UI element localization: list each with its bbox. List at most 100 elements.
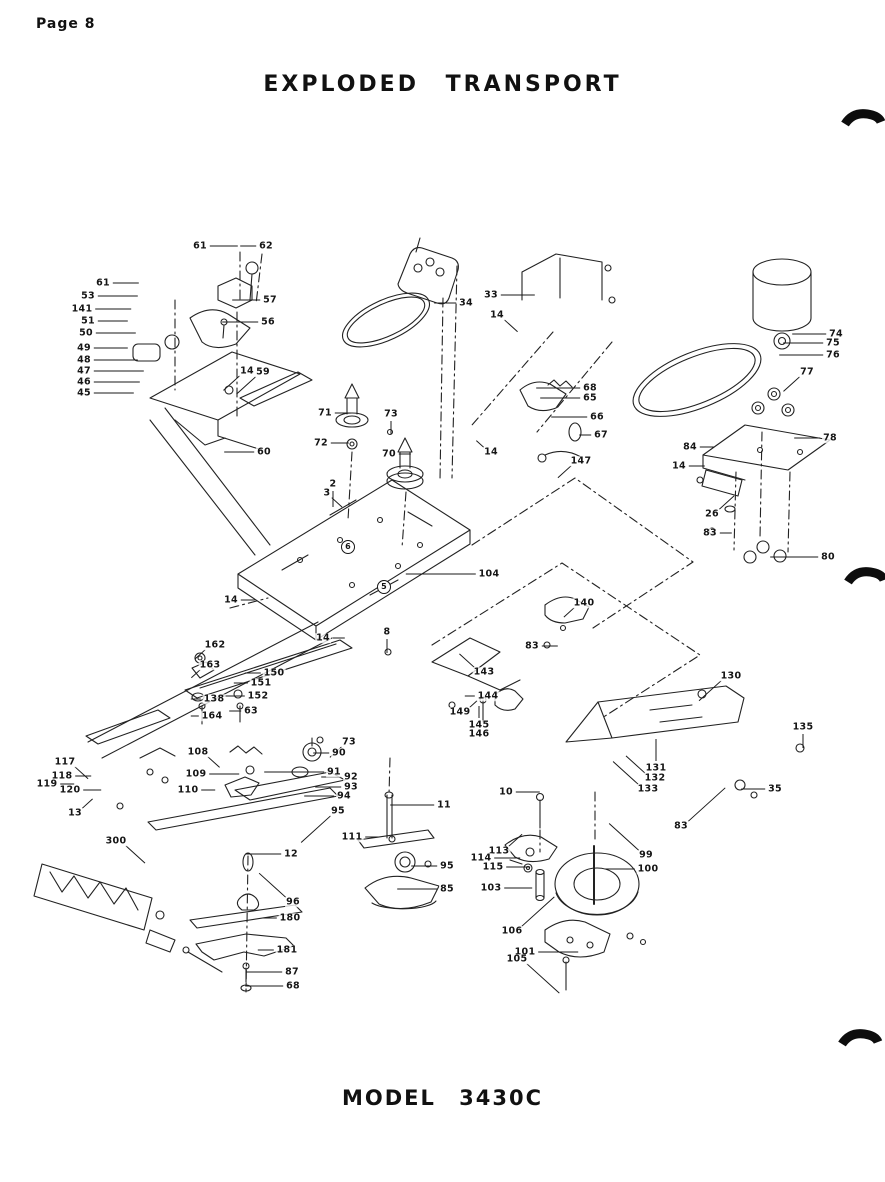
part-callout: 50 [78,327,94,339]
part-callout: 45 [76,387,92,399]
binding-mark [838,109,885,1047]
part-callout: 74 [828,328,844,340]
part-callout: 11 [436,799,452,811]
part-callout: 14 [223,594,239,606]
part-callout: 53 [80,290,96,302]
part-callout: 47 [76,365,92,377]
part-callout: 92 [343,771,359,783]
part-callout: 80 [820,551,836,563]
page-title: EXPLODED TRANSPORT [263,72,622,97]
circled-index: 6 [341,540,355,554]
part-callout: 118 [50,770,74,782]
part-callout: 67 [593,429,609,441]
part-callout: 87 [284,966,300,978]
part-callout: 26 [704,508,720,520]
part-callout: 49 [76,342,92,354]
part-callout: 61 [95,277,111,289]
part-callout: 109 [184,768,208,780]
part-callout: 138 [202,693,226,705]
part-callout: 99 [638,849,654,861]
part-callout: 48 [76,354,92,366]
part-callout: 83 [673,820,689,832]
part-callout: 111 [340,831,364,843]
part-callout: 73 [383,408,399,420]
part-callout: 13 [67,807,83,819]
part-callout: 2 [328,478,338,490]
part-callout: 14 [483,446,499,458]
part-callout: 3 [322,487,332,499]
part-callout: 83 [702,527,718,539]
part-callout: 68 [582,382,598,394]
part-callout: 164 [200,710,224,722]
part-callout: 100 [636,863,660,875]
part-callout: 34 [458,297,474,309]
model-label: MODEL 3430C [341,1086,544,1110]
part-callout: 73 [341,736,357,748]
part-callout: 93 [343,781,359,793]
part-callout: 72 [313,437,329,449]
part-callout: 95 [439,860,455,872]
part-callout: 163 [198,659,222,671]
part-callout: 14 [489,309,505,321]
part-callout: 104 [477,568,501,580]
part-callout: 90 [331,747,347,759]
part-callout: 71 [317,407,333,419]
part-callout: 105 [505,953,529,965]
part-callout: 115 [481,861,505,873]
part-callout: 106 [500,925,524,937]
part-callout: 103 [479,882,503,894]
part-callout: 146 [467,728,491,740]
part-callout: 151 [249,677,273,689]
part-callout: 14 [239,365,255,377]
part-callout: 131 [644,762,668,774]
part-callout: 120 [58,784,82,796]
part-callout: 181 [275,944,299,956]
part-callout: 56 [260,316,276,328]
part-callout: 110 [176,784,200,796]
part-callout: 114 [469,852,493,864]
part-callout: 133 [636,783,660,795]
part-callout: 83 [524,640,540,652]
part-callout: 65 [582,392,598,404]
part-callout: 101 [513,946,537,958]
part-callout: 152 [246,690,270,702]
part-callout: 147 [569,455,593,467]
part-callout: 300 [104,835,128,847]
part-callout: 113 [487,845,511,857]
part-callout: 51 [80,315,96,327]
part-callout: 78 [822,432,838,444]
part-callout: 46 [76,376,92,388]
part-callout: 117 [53,756,77,768]
part-callout: 180 [278,912,302,924]
part-callout: 57 [262,294,278,306]
part-callout: 119 [35,778,59,790]
page-number-label: Page 8 [36,16,96,32]
part-callout: 10 [498,786,514,798]
part-callout: 162 [203,639,227,651]
part-callout: 130 [719,670,743,682]
part-callout: 94 [336,790,352,802]
part-callout: 59 [255,366,271,378]
part-callout: 150 [262,667,286,679]
part-callout: 8 [382,626,392,638]
part-callout: 75 [825,337,841,349]
part-callout: 70 [381,448,397,460]
part-callout: 96 [285,896,301,908]
part-callout: 12 [283,848,299,860]
part-callout: 76 [825,349,841,361]
part-callout: 132 [643,772,667,784]
part-callout: 66 [589,411,605,423]
part-callout: 14 [671,460,687,472]
part-callout: 108 [186,746,210,758]
part-callout: 60 [256,446,272,458]
part-callout: 91 [326,766,342,778]
part-callout: 62 [258,240,274,252]
part-callout: 63 [243,705,259,717]
part-callout: 61 [192,240,208,252]
part-callout: 140 [572,597,596,609]
part-callout: 145 [467,719,491,731]
